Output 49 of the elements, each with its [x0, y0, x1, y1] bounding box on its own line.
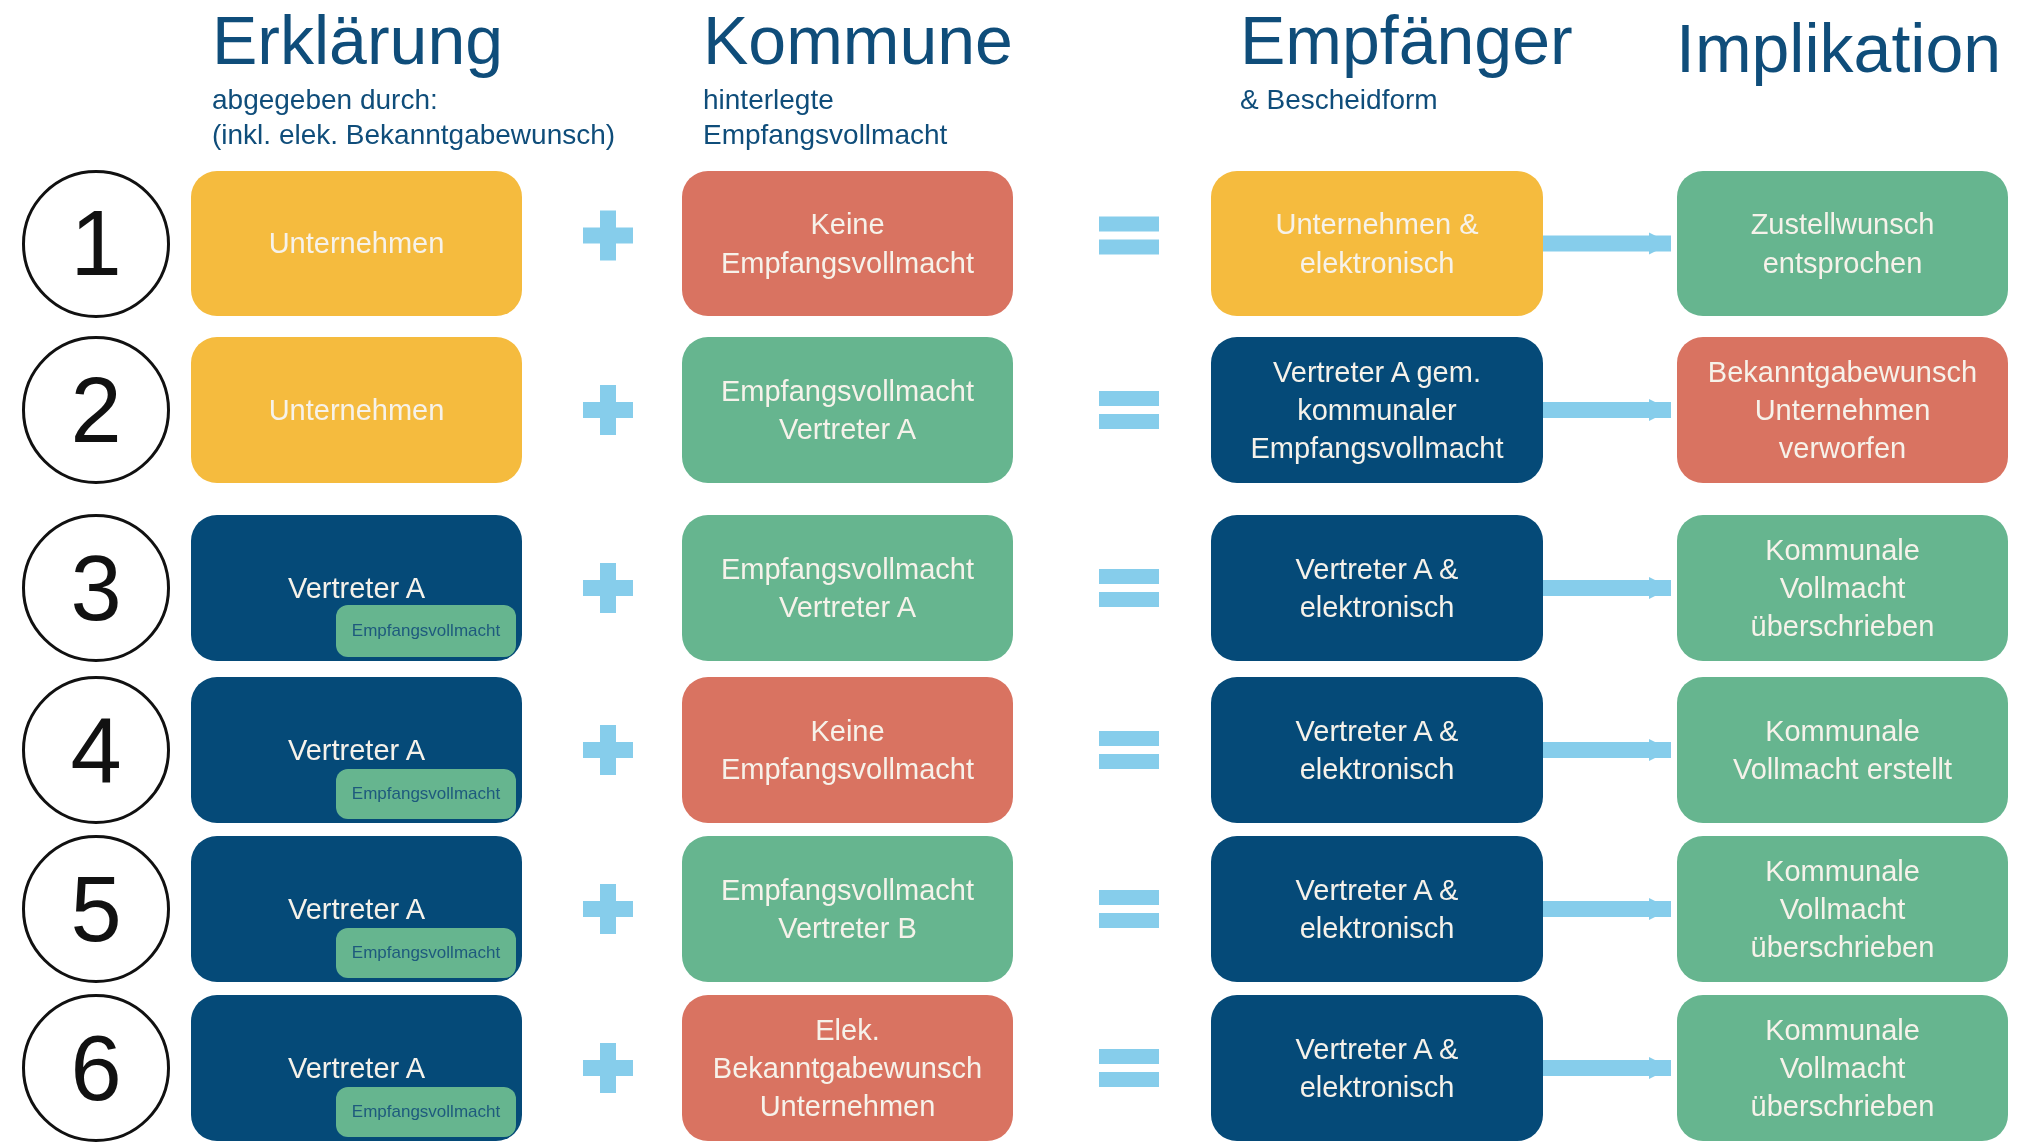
box-label: Vertreter A — [288, 732, 425, 768]
party-box: Vertreter A & elektronisch — [1211, 995, 1543, 1141]
party-box — [191, 836, 522, 982]
party-box — [191, 995, 522, 1141]
column-subheading: hinterlegte Empfangsvollmacht — [703, 83, 949, 152]
step-number-circle: 6 — [22, 994, 170, 1142]
party-box: Vertreter A & elektronisch — [1211, 677, 1543, 823]
box-label: Vertreter A — [288, 891, 425, 927]
outcome-box: Zustellwunsch entsprochen — [1677, 171, 2008, 316]
column-subheading: abgegeben durch: — [212, 83, 438, 117]
column-subheading: (inkl. elek. Bekanntgabewunsch) — [212, 118, 616, 152]
party-box: Unternehmen & elektronisch — [1211, 171, 1543, 316]
arrow — [1543, 898, 1671, 920]
party-box: Empfangsvollmacht Vertreter A — [682, 515, 1013, 661]
column-heading: Kommune — [703, 6, 1013, 74]
step-number-circle: 1 — [22, 169, 170, 318]
authorization-tag: Empfangsvollmacht — [336, 1087, 516, 1137]
authorization-tag: Empfangsvollmacht — [336, 769, 516, 819]
outcome-box: Kommunale Vollmacht überschrieben — [1677, 995, 2008, 1141]
outcome-box: Kommunale Vollmacht erstellt — [1677, 677, 2008, 823]
box-label: Vertreter A — [288, 570, 425, 606]
outcome-box: Kommunale Vollmacht überschrieben — [1677, 836, 2008, 982]
party-box: Unternehmen — [191, 337, 522, 483]
step-number-circle: 4 — [22, 676, 170, 824]
party-box — [191, 677, 522, 823]
party-box: Vertreter A & elektronisch — [1211, 515, 1543, 661]
party-box: Vertreter A & elektronisch — [1211, 836, 1543, 982]
authorization-tag: Empfangsvollmacht — [336, 928, 516, 978]
outcome-box: Bekanntgabewunsch Unternehmen verworfen — [1677, 337, 2008, 483]
step-number-circle: 2 — [22, 336, 170, 484]
party-box: Empfangsvollmacht Vertreter B — [682, 836, 1013, 982]
party-box: Vertreter A gem. kommunaler Empfangsvollmacht — [1211, 337, 1543, 483]
authorization-tag: Empfangsvollmacht — [336, 605, 516, 657]
party-box: Unternehmen — [191, 171, 522, 316]
outcome-box: Kommunale Vollmacht überschrieben — [1677, 515, 2008, 661]
party-box: Keine Empfangsvollmacht — [682, 677, 1013, 823]
step-number-circle: 5 — [22, 835, 170, 983]
party-box — [191, 515, 522, 661]
column-subheading: & Bescheidform — [1240, 83, 1438, 117]
arrow — [1543, 232, 1671, 255]
arrow — [1543, 739, 1671, 761]
party-box: Elek. Bekanntgabewunsch Unternehmen — [682, 995, 1013, 1141]
arrow — [1543, 1057, 1671, 1079]
party-box: Keine Empfangsvollmacht — [682, 171, 1013, 316]
party-box: Empfangsvollmacht Vertreter A — [682, 337, 1013, 483]
arrow — [1543, 399, 1671, 421]
arrow — [1543, 577, 1671, 599]
box-label: Vertreter A — [288, 1050, 425, 1086]
step-number-circle: 3 — [22, 514, 170, 662]
